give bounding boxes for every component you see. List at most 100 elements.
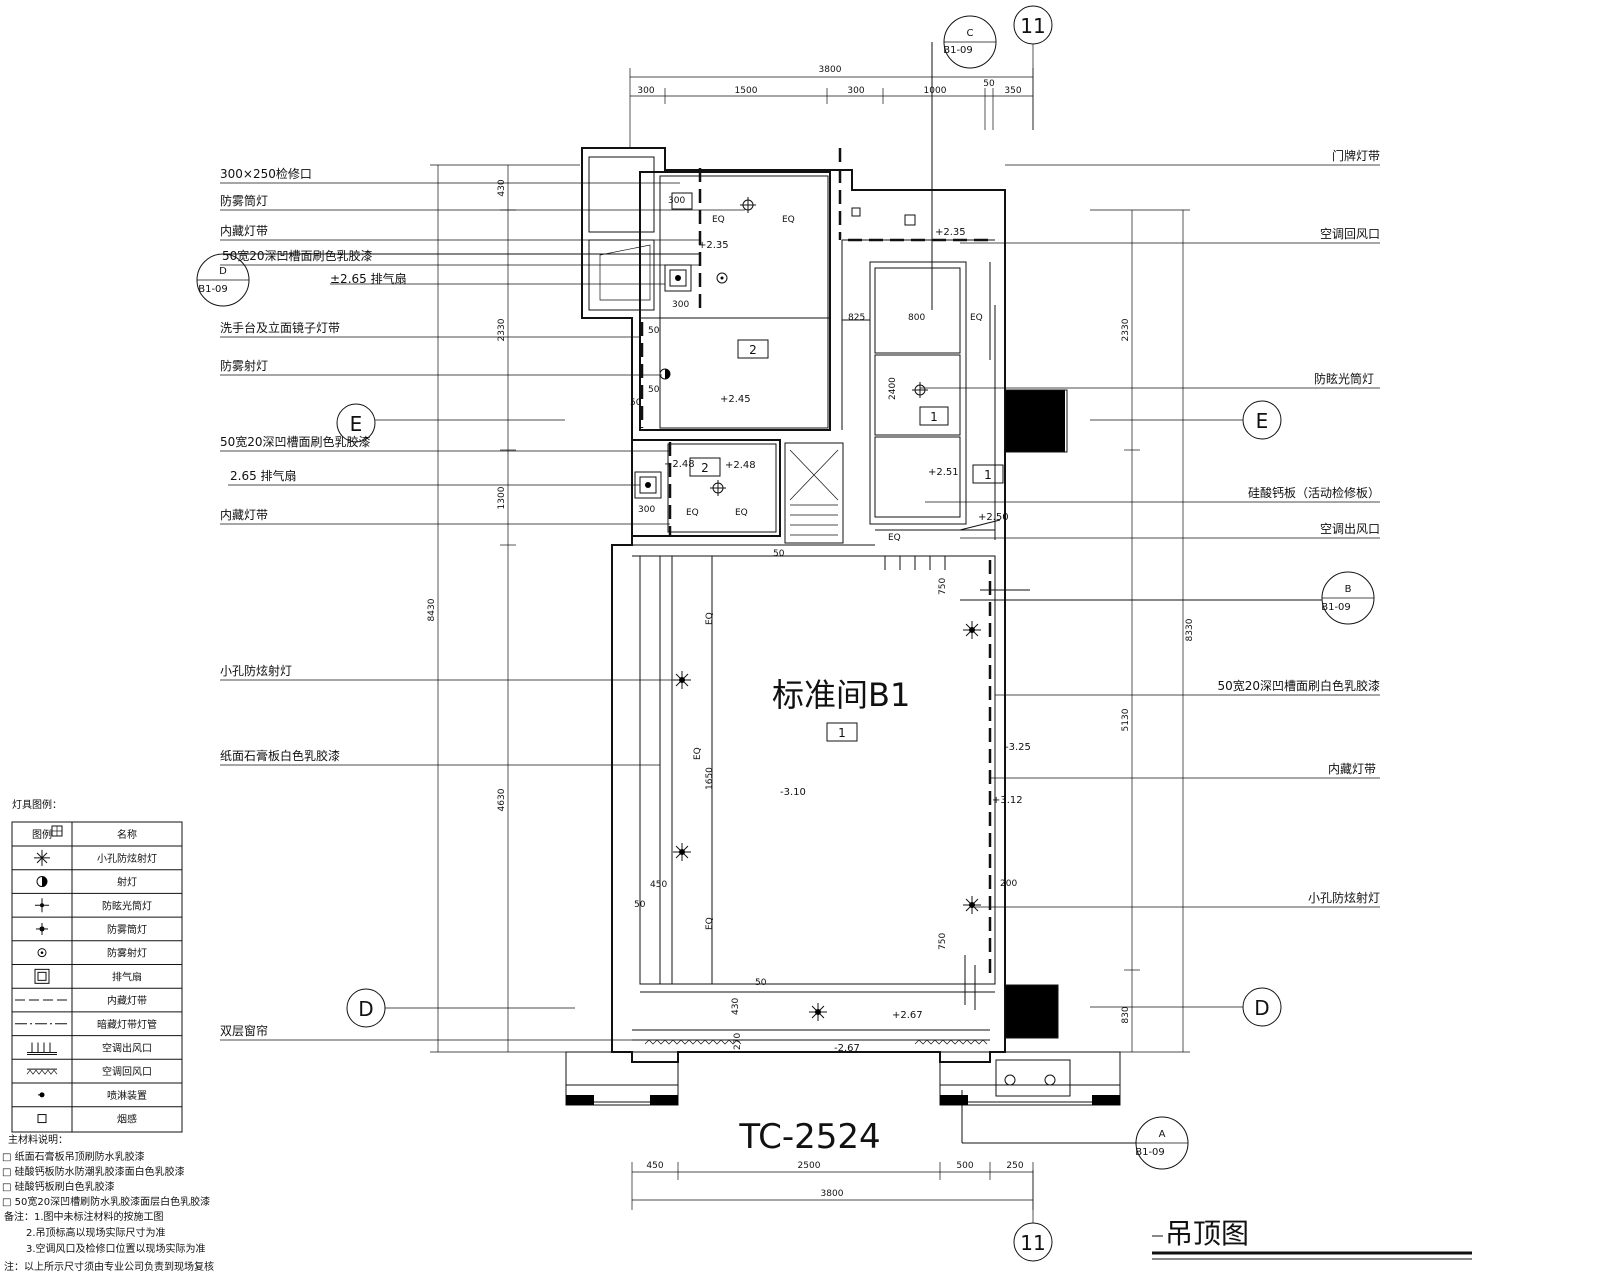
top-dim-part-1: 300 [637,86,654,96]
bottom-dim-total: 3800 [821,1189,844,1199]
inner-dim: 430 [731,998,741,1015]
left-dim-part-3: 1300 [497,486,507,509]
right-leaders: 门牌灯带 空调回风口 防眩光筒灯 硅酸钙板（活动检修板） 空调出风口 50宽20… [920,148,1380,908]
right-label-supply-air: 空调出风口 [1320,522,1380,536]
level-mark: +2.35 [698,240,729,251]
eq-mark: EQ [705,917,715,930]
section-b-sheet: B1-09 [1321,602,1351,613]
axis-label-E-left: E [350,412,363,436]
top-dim-total: 3800 [819,65,842,75]
region-tag-room: 1 [838,726,846,740]
inner-dim: 50 [630,398,642,408]
axis-label-E-right: E [1256,409,1269,433]
legend-name: 射灯 [117,877,137,889]
section-marker-c: C B1-09 [943,15,997,69]
right-dim-overall: 8330 [1185,618,1195,641]
inner-dim: 450 [650,880,667,890]
left-dimensions: 8430 430 2330 1300 4630 [427,164,620,1053]
right-dim-part-3: 830 [1121,1006,1131,1023]
note-3: 3.空调风口及检修口位置以现场实际为准 [26,1242,206,1255]
pinhole-spotlight-icon [809,1003,827,1021]
right-label-hidden-strip: 内藏灯带 [1328,762,1376,776]
section-c-sheet: B1-09 [943,45,973,56]
left-label-antifog-spot: 防雾射灯 [220,358,268,373]
inner-dimensions: 300 300 825 800 2400 300 50 750 750 200 … [630,196,1017,1050]
pinhole-spotlight-icon [673,671,691,689]
level-mark: +2.67 [892,1010,923,1021]
material-item-4: □ 50宽20深凹槽刷防水乳胶漆面层白色乳胶漆 [2,1195,210,1208]
room-walls [565,147,1121,1106]
legend-symbol-sprinkler-icon [38,1092,45,1098]
column-lower [1005,985,1058,1038]
top-dim-part-4: 1000 [924,86,947,96]
light-fixtures [634,192,981,1021]
window-code: TC-2524 [738,1117,880,1157]
level-marks: +2.35 +2.35 +2.48 +2.48 +2.45 +2.51 +2.5… [664,227,1031,1054]
section-c-letter: C [967,28,974,39]
top-dim-part-2: 1500 [735,86,758,96]
plan-title: 吊顶图 [1165,1217,1249,1250]
materials-title: 主材料说明： [8,1133,68,1146]
legend-symbol-target-icon [37,948,47,958]
bottom-dim-part-3: 500 [956,1161,973,1171]
supply-air-vents [880,555,960,570]
antifog-spotlight-icon [716,272,728,284]
left-label-pinhole-spot: 小孔防炫射灯 [220,663,292,678]
legend-symbol-cross-icon [35,898,49,913]
note-4: 注：以上所示尺寸须由专业公司负责到现场复核 [4,1260,214,1273]
legend-header-name: 名称 [117,828,137,841]
region-tag-bath-upper: 2 [749,343,757,357]
inner-dim: 300 [668,196,685,206]
eq-mark: EQ [970,313,983,323]
room-title: 标准间B1 [772,676,910,714]
right-label-doorplate-strip: 门牌灯带 [1332,148,1380,163]
level-mark: -3.25 [1005,742,1031,753]
left-label-groove-paint-2: 50宽20深凹槽面刷色乳胶漆 [220,434,371,449]
inner-dim: 825 [848,313,865,323]
legend-name: 空调出风口 [102,1041,152,1054]
inner-dim: 50 [648,326,660,336]
bottom-dim-part-1: 450 [646,1161,663,1171]
legend-name: 空调回风口 [102,1065,152,1078]
section-a-sheet: B1-09 [1135,1147,1165,1158]
level-mark: -2.67 [834,1043,860,1054]
left-label-exhaust-fan-2: 2.65 排气扇 [230,468,297,483]
eq-mark: EQ [705,612,715,625]
legend-name: 内藏灯带 [107,994,147,1007]
legend-name: 暗藏灯带灯管 [97,1018,157,1031]
downlight-icon [710,480,726,496]
bottom-dim-part-2: 2500 [798,1161,821,1171]
top-dim-part-6: 350 [1004,86,1021,96]
level-mark: +2.50 [978,512,1009,523]
pinhole-spotlight-icon [963,896,981,914]
level-mark: +2.51 [928,467,959,478]
section-d-sheet: B1-09 [198,284,228,295]
legend-symbol-smoke-icon [37,1114,47,1124]
axis-label-D-right: D [1254,996,1269,1020]
bottom-dim-part-4: 250 [1006,1161,1023,1171]
eq-mark: EQ [686,508,699,518]
left-label-exhaust-fan-1: ±2.65 排气扇 [330,271,407,286]
right-dim-part-1: 2330 [1121,318,1131,341]
left-dim-part-4: 4630 [497,788,507,811]
eq-mark: EQ [888,533,901,543]
axis-label-D-left: D [358,997,373,1021]
level-mark: +3.12 [992,795,1023,806]
inner-dim: 2400 [888,377,898,400]
eq-marks: EQ EQ EQ EQ EQ EQ EQ EQ EQ [686,215,983,930]
eq-mark: EQ [782,215,795,225]
region-tag-corridor: 1 [984,468,992,482]
legend-name: 排气扇 [112,970,142,983]
axis-label-11-top: 11 [1020,14,1045,38]
access-panel-icon [671,192,693,210]
spotlight-icon [659,368,671,380]
level-mark: +2.48 [725,460,756,471]
inner-dim: 750 [938,933,948,950]
inner-dim: 50 [773,549,785,559]
eq-mark: EQ [735,508,748,518]
level-mark: +2.48 [664,459,695,470]
left-label-antifog-downlight: 防雾筒灯 [220,193,268,208]
left-label-access-panel: 300×250检修口 [220,166,312,181]
top-dim-part-5: 50 [983,79,995,89]
